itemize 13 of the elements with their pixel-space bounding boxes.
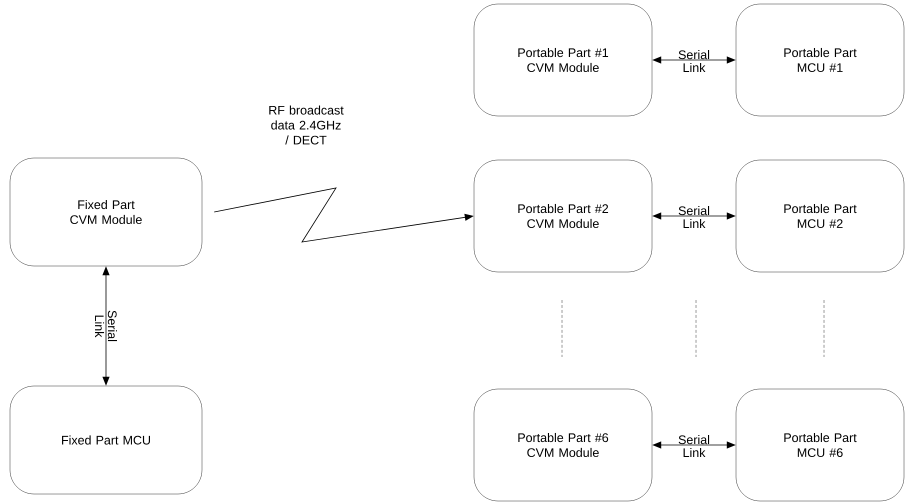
module-box: Fixed Part CVM Module	[10, 158, 202, 266]
module-box: Fixed Part MCU	[10, 386, 202, 494]
edge-label: Serial Link	[678, 50, 710, 72]
edge-label: Serial Link	[678, 206, 710, 228]
module-box: Portable Part #1 CVM Module	[474, 4, 652, 116]
module-box: Portable Part #6 CVM Module	[474, 388, 652, 502]
module-box: Portable Part #2 CVM Module	[474, 160, 652, 272]
module-box: Portable Part MCU #6	[736, 388, 904, 502]
edge-label: Serial Link	[95, 310, 117, 342]
module-box: Portable Part MCU #1	[736, 4, 904, 116]
edge-label: Serial Link	[678, 435, 710, 457]
module-box: Portable Part MCU #2	[736, 160, 904, 272]
edge-label: RF broadcast data 2.4GHz / DECT	[269, 105, 344, 145]
